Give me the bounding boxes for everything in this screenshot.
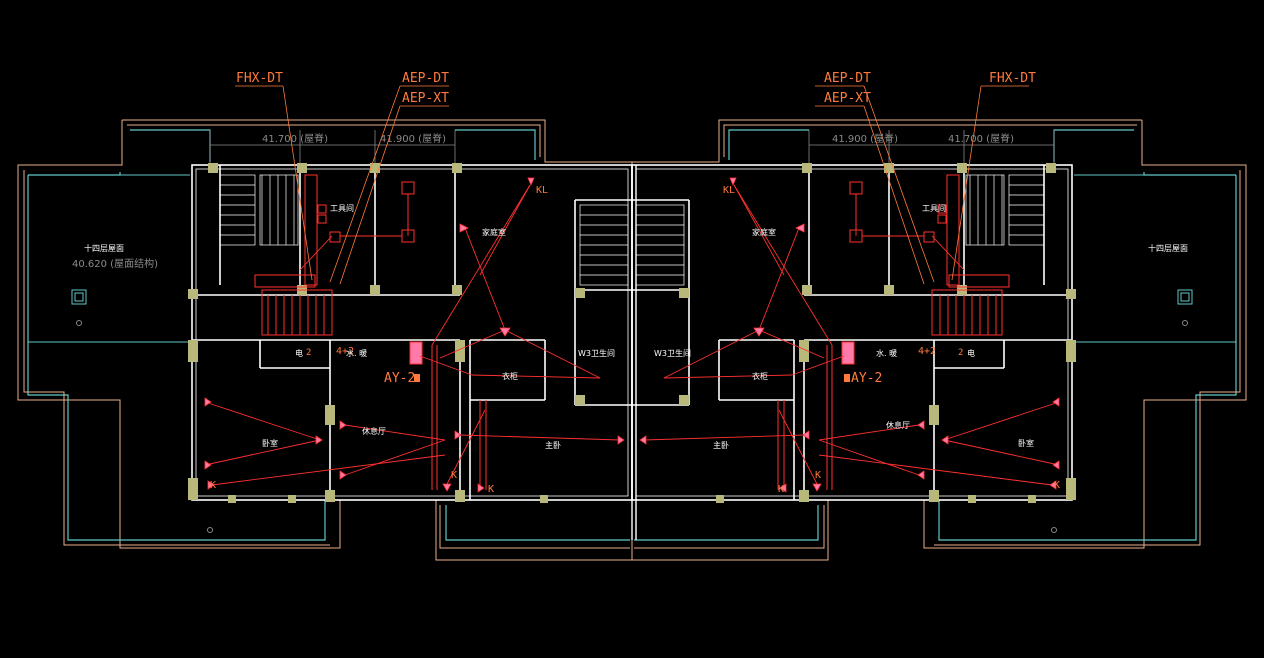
tool-room-left: 工具间 [330,204,354,213]
kl-label-left: KL [536,185,548,196]
leader-lines [235,85,449,285]
ay2-marker [414,374,420,382]
k-label-5: K [815,470,821,481]
lounge-right: 休息厅 [886,420,910,430]
roof-outline [17,119,633,561]
k-label-3: K [210,480,216,491]
closet-left: 衣柜 [502,371,518,381]
bedroom-right: 卧室 [1018,438,1034,448]
roof-label-right: 十四层屋面 [1148,243,1188,253]
kl-label-right: KL [723,185,735,196]
tool-room-right: 工具间 [922,204,946,213]
water-left: 水. 暖 [346,348,367,358]
master-left: 主卧 [545,440,561,450]
closet-right: 衣柜 [752,371,768,381]
k-label-4: K [778,484,784,495]
master-right: 主卧 [713,440,729,450]
elevation-labels: 41.700 (屋脊) 41.900 (屋脊) 41.900 (屋脊) 41.7… [72,132,1014,270]
sq2-label-right: 2 [958,348,963,358]
columns [188,163,585,503]
elevation-left-b: 41.900 (屋脊) [380,132,446,145]
k-label-1: K [451,470,457,481]
wiring [204,184,621,489]
elec-right: 电 [967,348,975,358]
elevation-right-a: 41.900 (屋脊) [832,132,898,145]
k-label-2: K [488,484,494,495]
roof-level-left: 40.620 (屋面结构) [72,257,158,270]
wc-right: W3卫生间 [654,348,691,358]
aep-dt-label-left: AEP-DT [402,71,449,86]
roof-drains [71,289,213,533]
elevation-left-a: 41.700 (屋脊) [262,132,328,145]
family-room-left: 家庭室 [482,227,506,237]
elevation-right-b: 41.700 (屋脊) [948,132,1014,145]
roof-label-left: 十四层屋面 [84,243,124,253]
aep-xt-label-left: AEP-XT [402,91,449,106]
f42-label-left: 4+2 [336,346,354,357]
aep-xt-label-right: AEP-XT [824,91,871,106]
sq2-label-left: 2 [306,348,311,358]
k-label-6: K [1054,480,1060,491]
ridge-lines [209,130,456,165]
aep-dt-label-right: AEP-DT [824,71,871,86]
bedroom-left: 卧室 [262,438,278,448]
devices [204,177,625,493]
fhx-dt-label-left: FHX-DT [236,71,283,86]
ay2-label-left: AY-2 [384,371,415,386]
family-room-right: 家庭室 [752,227,776,237]
wc-left: W3卫生间 [578,348,615,358]
fhx-dt-label-right: FHX-DT [989,71,1036,86]
lounge-left: 休息厅 [362,426,386,436]
elec-left: 电 [295,348,303,358]
room-labels: 十四层屋面 十四层屋面 工具间 工具间 家庭室 家庭室 W3卫生间 W3卫生间 … [84,204,1188,450]
ay2-label-right: AY-2 [851,371,882,386]
f42-label-right: 4+2 [918,346,936,357]
left-unit [17,85,633,561]
stairs [219,174,629,286]
water-right: 水. 暖 [876,348,897,358]
tag-labels: FHX-DT AEP-DT AEP-XT AEP-DT AEP-XT FHX-D… [210,71,1060,495]
